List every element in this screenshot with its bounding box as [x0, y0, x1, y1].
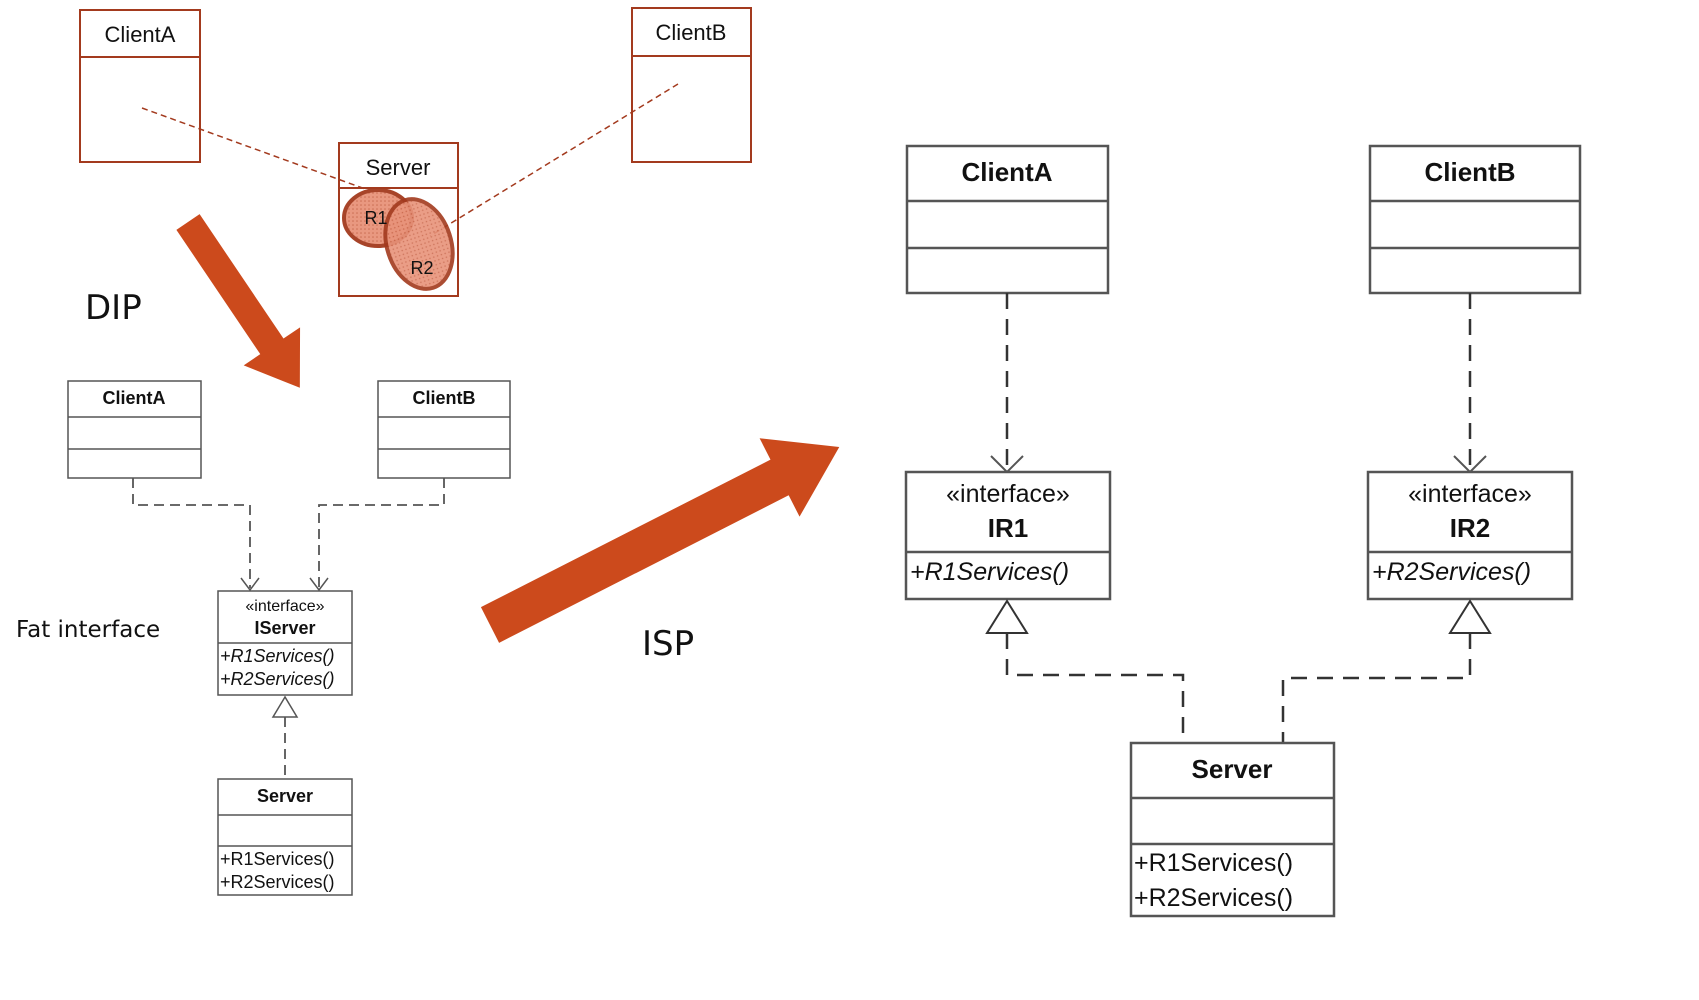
isp-realization-ir2 — [1281, 633, 1472, 743]
dip-label: DIP — [85, 288, 142, 328]
dip-arrowhead-a — [240, 577, 260, 592]
dip-server-box — [217, 778, 353, 896]
iserver-name: IServer — [254, 618, 315, 638]
dip-client-a-box — [67, 380, 202, 479]
dip-dependency-b — [318, 478, 445, 588]
isp-client-a-box — [905, 144, 1110, 295]
dip-client-a-label: ClientA — [103, 388, 166, 408]
iserver-op-2: +R2Services() — [220, 669, 335, 689]
top-server-label: Server — [366, 155, 431, 180]
ir2-box — [1366, 470, 1574, 601]
iserver-box — [217, 590, 353, 696]
top-client-b-box — [631, 7, 752, 163]
isp-arrow — [480, 438, 840, 643]
isp-client-b-label: ClientB — [1425, 157, 1516, 187]
iserver-op-1: +R1Services() — [220, 646, 335, 666]
ir1-box — [904, 470, 1112, 601]
ir2-realization-arrowhead — [1448, 599, 1492, 634]
isp-client-b-box — [1368, 144, 1582, 295]
ir1-realization-arrowhead — [985, 599, 1029, 634]
isp-server-box — [1129, 741, 1336, 918]
top-client-a-box — [79, 9, 201, 163]
ir1-op: +R1Services() — [910, 558, 1069, 586]
isp-client-a-label: ClientA — [962, 157, 1053, 187]
ir2-op: +R2Services() — [1372, 558, 1531, 586]
top-dependency-a — [141, 107, 369, 191]
ir1-stereotype: «interface» — [946, 480, 1070, 508]
isp-server-op-2: +R2Services() — [1134, 884, 1293, 912]
fat-interface-label: Fat interface — [16, 617, 160, 643]
ir1-name: IR1 — [988, 513, 1028, 543]
ir2-name: IR2 — [1450, 513, 1490, 543]
dip-server-label: Server — [257, 786, 313, 806]
dip-client-b-box — [377, 380, 511, 479]
top-client-b-label: ClientB — [656, 20, 727, 45]
dip-dependency-a — [132, 478, 251, 588]
iserver-stereotype: «interface» — [245, 598, 324, 615]
r1-label: R1 — [364, 208, 387, 228]
dip-realization-arrowhead — [271, 695, 299, 718]
r2-label: R2 — [410, 258, 433, 278]
dip-server-op-1: +R1Services() — [220, 849, 335, 869]
responsibility-r2 — [383, 197, 455, 291]
isp-realization-ir1 — [1005, 633, 1185, 743]
dip-server-op-2: +R2Services() — [220, 872, 335, 892]
dip-client-b-label: ClientB — [413, 388, 476, 408]
top-dependency-b — [429, 83, 679, 237]
dip-arrowhead-b — [309, 577, 329, 592]
isp-server-label: Server — [1192, 754, 1273, 784]
isp-server-op-1: +R1Services() — [1134, 849, 1293, 877]
isp-label: ISP — [642, 624, 694, 664]
ir2-stereotype: «interface» — [1408, 480, 1532, 508]
top-client-a-label: ClientA — [105, 22, 176, 47]
dip-arrow — [176, 214, 301, 388]
